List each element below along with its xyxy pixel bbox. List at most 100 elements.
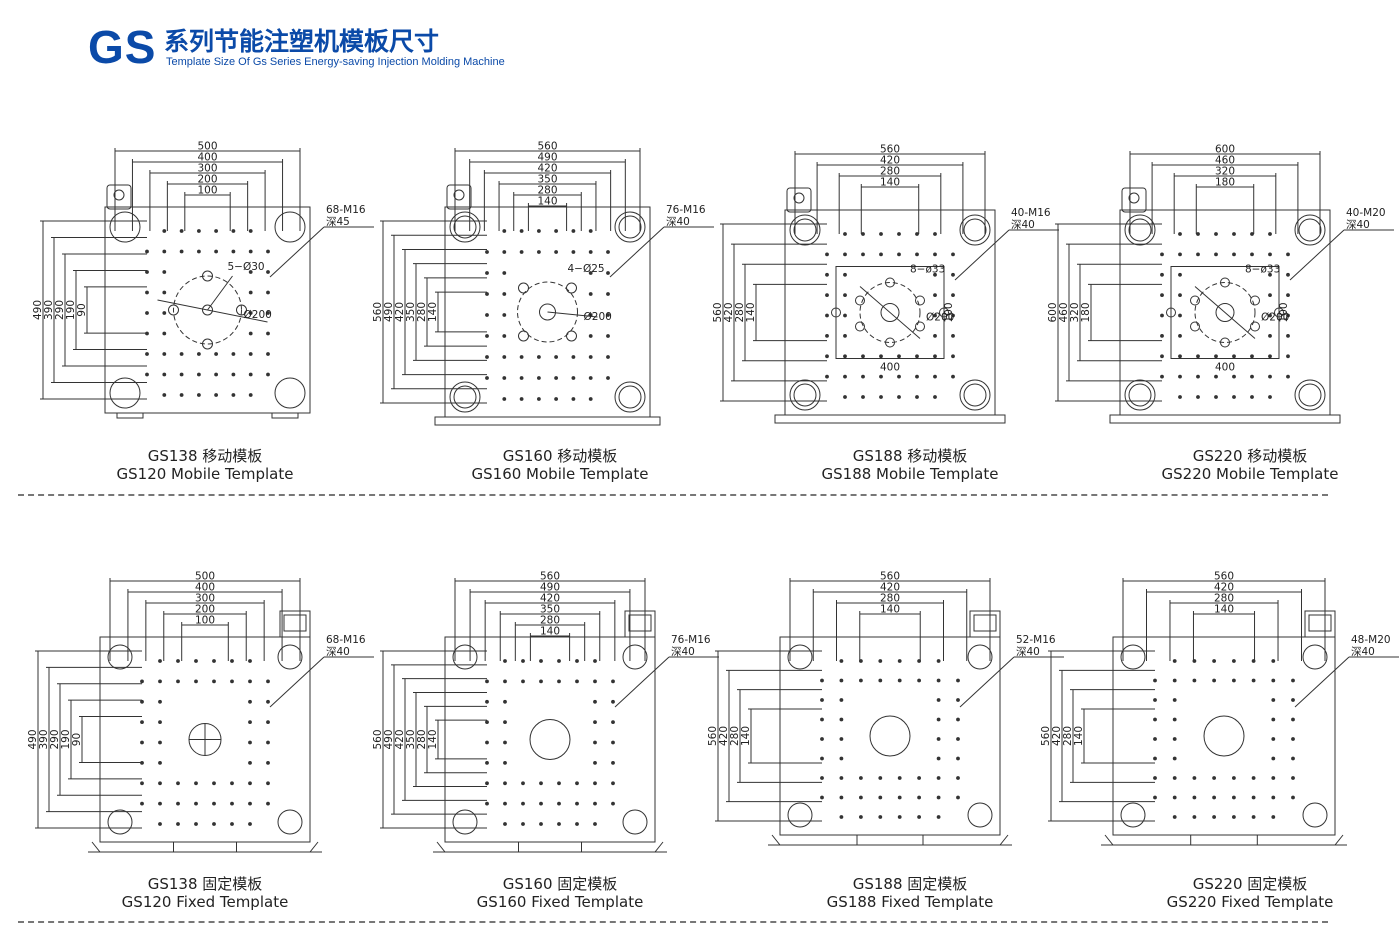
threaded-hole <box>162 331 167 336</box>
tie-bar-hole-inner <box>1298 218 1322 242</box>
threaded-hole <box>861 354 865 359</box>
threaded-hole <box>266 331 270 336</box>
threaded-hole <box>956 698 960 702</box>
threaded-hole <box>145 249 149 254</box>
threaded-hole-grid <box>145 229 270 397</box>
tie-bar-hole <box>449 381 481 413</box>
threaded-hole-grid <box>485 659 615 826</box>
center-diameter-label: Ø200 <box>926 312 954 324</box>
caption-en: GS160 Fixed Template <box>476 893 644 911</box>
threaded-hole <box>502 292 507 296</box>
threaded-hole <box>843 252 847 257</box>
base-foot <box>91 841 174 853</box>
tie-bar-hole <box>1120 802 1146 828</box>
base-foot <box>581 841 664 853</box>
dimension-label: 140 <box>740 726 752 746</box>
threaded-hole <box>859 678 863 683</box>
threaded-hole <box>197 352 201 356</box>
threaded-hole <box>1160 272 1164 277</box>
threaded-hole <box>1268 313 1272 318</box>
thread-depth-label: 深40 <box>666 216 690 228</box>
threaded-hole <box>485 271 489 275</box>
threaded-hole <box>571 250 576 254</box>
center-hole <box>539 303 556 321</box>
threaded-hole <box>176 781 180 786</box>
dimension-label: 560 <box>537 141 557 153</box>
tie-bar-hole <box>959 379 991 411</box>
threaded-hole <box>485 292 489 296</box>
threaded-hole <box>843 272 847 277</box>
plate-outline <box>444 636 656 843</box>
threaded-hole <box>933 354 937 359</box>
threaded-hole <box>194 659 198 663</box>
threaded-hole <box>248 290 253 295</box>
threaded-hole <box>158 720 162 724</box>
center-diameter-label: Ø200 <box>244 309 272 321</box>
threaded-hole <box>212 801 216 806</box>
threaded-hole <box>606 376 610 380</box>
threaded-hole <box>956 756 960 761</box>
dimension-label: 350 <box>405 729 417 749</box>
drawing-lines <box>715 578 1064 846</box>
ejector-zone-height: 100 <box>943 302 955 322</box>
dimension-label: 140 <box>880 177 900 189</box>
side-bracket-inner <box>1308 614 1332 632</box>
threaded-hole-grid <box>1153 659 1295 819</box>
dimension-label: 100 <box>195 615 215 627</box>
threaded-hole <box>611 679 615 684</box>
tie-bar-hole <box>449 211 481 243</box>
threaded-hole <box>214 372 219 377</box>
threaded-hole <box>611 761 615 765</box>
threaded-hole <box>820 737 824 741</box>
lifting-lug <box>786 187 812 213</box>
caption-en: GS188 Mobile Template <box>821 465 999 483</box>
tie-bar-hole <box>452 644 478 670</box>
threaded-hole <box>936 698 941 702</box>
base-foot <box>922 834 1009 846</box>
threaded-hole <box>1250 252 1254 257</box>
threaded-hole <box>519 229 524 233</box>
threaded-hole <box>1286 252 1290 257</box>
threaded-hole <box>1214 232 1218 236</box>
threaded-hole <box>839 756 844 761</box>
threaded-hole <box>502 355 507 359</box>
threaded-hole <box>1192 776 1197 780</box>
threaded-hole <box>266 801 270 806</box>
tie-bar-hole <box>109 211 141 243</box>
dimension-label: 560 <box>880 571 900 583</box>
ejector-hole <box>202 338 213 350</box>
threaded-hole <box>571 397 576 401</box>
threaded-hole <box>878 795 883 800</box>
dimension-label: 140 <box>745 302 757 322</box>
dimension-label: 420 <box>394 729 406 749</box>
dimension-label: 100 <box>197 185 217 197</box>
threaded-hole <box>485 355 489 359</box>
lifting-lug <box>446 184 472 210</box>
threaded-hole <box>1160 252 1164 257</box>
threaded-hole <box>1268 272 1272 277</box>
thread-spec-label: 40-M20 <box>1346 207 1386 219</box>
dimension-label: 420 <box>723 302 735 322</box>
threaded-hole <box>266 352 270 356</box>
threaded-hole <box>248 249 253 254</box>
caption-cn: GS160 固定模板 <box>502 875 618 893</box>
threaded-hole <box>231 249 236 254</box>
ejector-hole <box>518 282 529 294</box>
threaded-hole <box>248 270 253 274</box>
ejector-hole <box>202 270 213 282</box>
threaded-hole <box>521 659 525 663</box>
threaded-hole <box>266 740 270 745</box>
center-diameter-label: Ø200 <box>584 311 612 323</box>
threaded-hole <box>1214 252 1218 257</box>
threaded-hole <box>1232 232 1236 236</box>
threaded-hole <box>1196 395 1200 399</box>
threaded-hole <box>1291 776 1295 780</box>
caption-en: GS160 Mobile Template <box>471 465 649 483</box>
tie-bar-hole <box>787 802 813 828</box>
ejector-hole <box>831 307 841 318</box>
dimension-label: 420 <box>1214 582 1234 594</box>
threaded-hole <box>248 699 252 704</box>
threaded-hole <box>485 720 489 724</box>
